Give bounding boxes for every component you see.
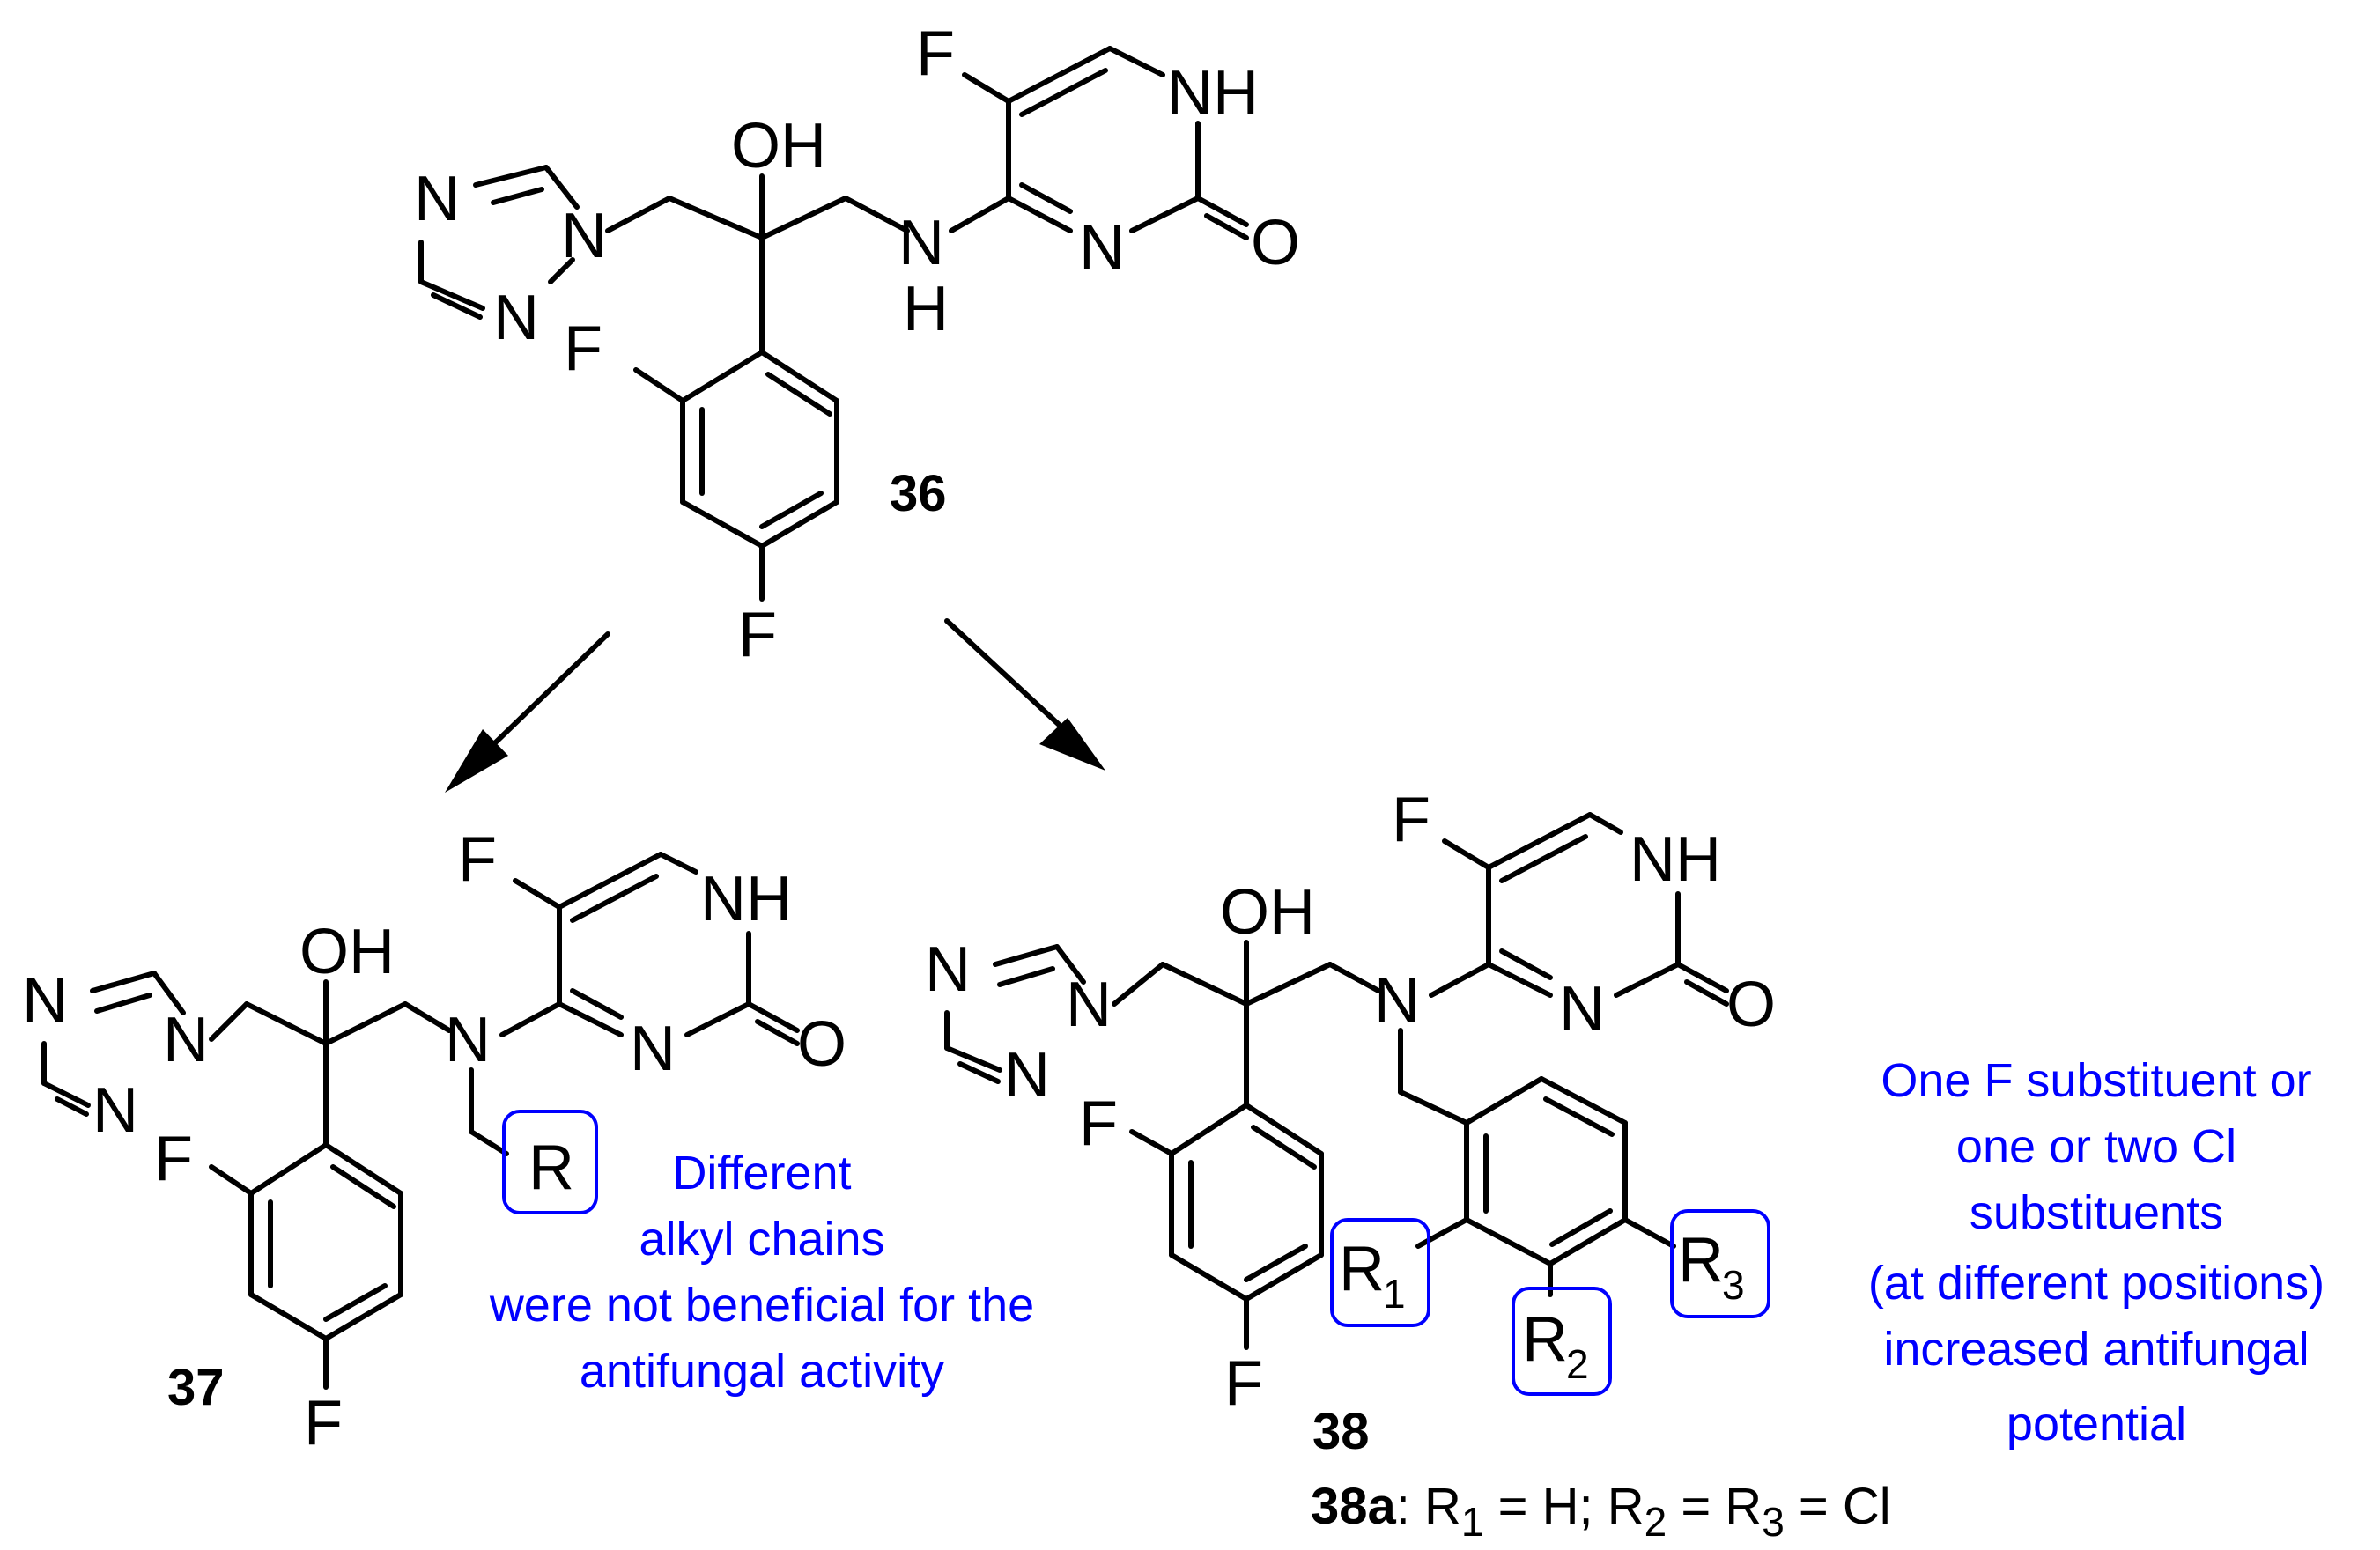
compound-37: N N N OH N F NH N O R — [22, 824, 846, 1458]
atom-H: H — [903, 274, 949, 344]
note-38: One F substituent or one or two Cl subst… — [1868, 1054, 2325, 1450]
atom-R2-subscript: 2 — [1566, 1341, 1589, 1387]
note-38-line-4: (at different positions) — [1868, 1257, 2325, 1310]
atom-F: F — [1392, 785, 1430, 855]
atom-F: F — [738, 600, 777, 670]
compound-36: N N N OH N H F NH N O — [414, 18, 1300, 670]
note-38-line-3: substituents — [1970, 1186, 2223, 1239]
atom-OH: OH — [299, 917, 395, 987]
atom-N: N — [493, 283, 539, 353]
atom-R3-subscript: 3 — [1722, 1262, 1745, 1308]
compound-38: N N N OH N F NH N O — [925, 785, 1776, 1460]
triazole-ring-36 — [418, 165, 580, 320]
atom-N: N — [445, 1005, 491, 1075]
atom-O: O — [1251, 208, 1300, 278]
note-38-line-5: increased antifungal — [1883, 1323, 2309, 1376]
caption-38a-label: 38a — [1311, 1478, 1397, 1535]
note-38-line-1: One F substituent or — [1881, 1054, 2311, 1107]
atom-OH: OH — [1220, 877, 1315, 948]
atom-N: N — [630, 1014, 676, 1084]
atom-N: N — [1079, 212, 1125, 283]
note-37-line-3: were not beneficial for the — [489, 1279, 1034, 1332]
atom-N: N — [92, 1075, 138, 1146]
atom-F: F — [564, 314, 602, 384]
atom-F: F — [304, 1388, 343, 1458]
note-38-line-2: one or two Cl — [1956, 1120, 2236, 1173]
caption-38a: 38a: R1 = H; R2 = R3 = Cl — [1311, 1478, 1891, 1545]
r1-substituent-box — [1330, 1218, 1430, 1327]
compound-label-36: 36 — [890, 465, 947, 522]
note-38-line-6: potential — [2007, 1398, 2186, 1450]
atom-R3: R — [1678, 1225, 1724, 1295]
atom-R1: R — [1339, 1234, 1385, 1304]
atom-N: N — [1559, 974, 1605, 1044]
atom-OH: OH — [731, 111, 826, 181]
atom-N: N — [22, 965, 68, 1036]
atom-R: R — [528, 1133, 574, 1203]
arrow-to-38 — [944, 618, 1105, 771]
atom-R1-subscript: 1 — [1383, 1271, 1406, 1317]
r2-substituent-box — [1512, 1287, 1612, 1396]
atom-NH: NH — [1167, 58, 1259, 129]
atom-N: N — [561, 201, 607, 271]
atom-N: N — [163, 1005, 209, 1075]
compound-label-37: 37 — [167, 1359, 225, 1416]
compound-label-38: 38 — [1312, 1403, 1370, 1460]
arrow-to-37 — [445, 631, 610, 793]
atom-R2: R — [1522, 1304, 1568, 1375]
note-37-line-1: Different — [672, 1147, 851, 1199]
atom-NH: NH — [700, 864, 792, 934]
atom-O: O — [797, 1009, 846, 1080]
atom-N: N — [1066, 970, 1112, 1040]
atom-F: F — [154, 1124, 193, 1194]
note-37-line-2: alkyl chains — [639, 1213, 884, 1266]
r-substituent-box — [502, 1110, 598, 1214]
atom-F: F — [1224, 1348, 1263, 1419]
caption-38a-text: 38a: R1 = H; R2 = R3 = Cl — [1311, 1478, 1891, 1545]
note-37-line-4: antifungal activity — [580, 1345, 944, 1398]
atom-N: N — [1374, 965, 1420, 1036]
atom-F: F — [916, 18, 955, 89]
atom-F: F — [458, 824, 497, 895]
atom-N: N — [1004, 1040, 1050, 1111]
atom-O: O — [1726, 970, 1776, 1040]
atom-F: F — [1079, 1089, 1118, 1159]
r3-substituent-box — [1670, 1209, 1770, 1318]
atom-NH: NH — [1630, 824, 1721, 895]
atom-N: N — [414, 164, 460, 234]
atom-N: N — [925, 934, 971, 1005]
atom-N: N — [898, 208, 944, 278]
note-37: Different alkyl chains were not benefici… — [489, 1147, 1034, 1398]
